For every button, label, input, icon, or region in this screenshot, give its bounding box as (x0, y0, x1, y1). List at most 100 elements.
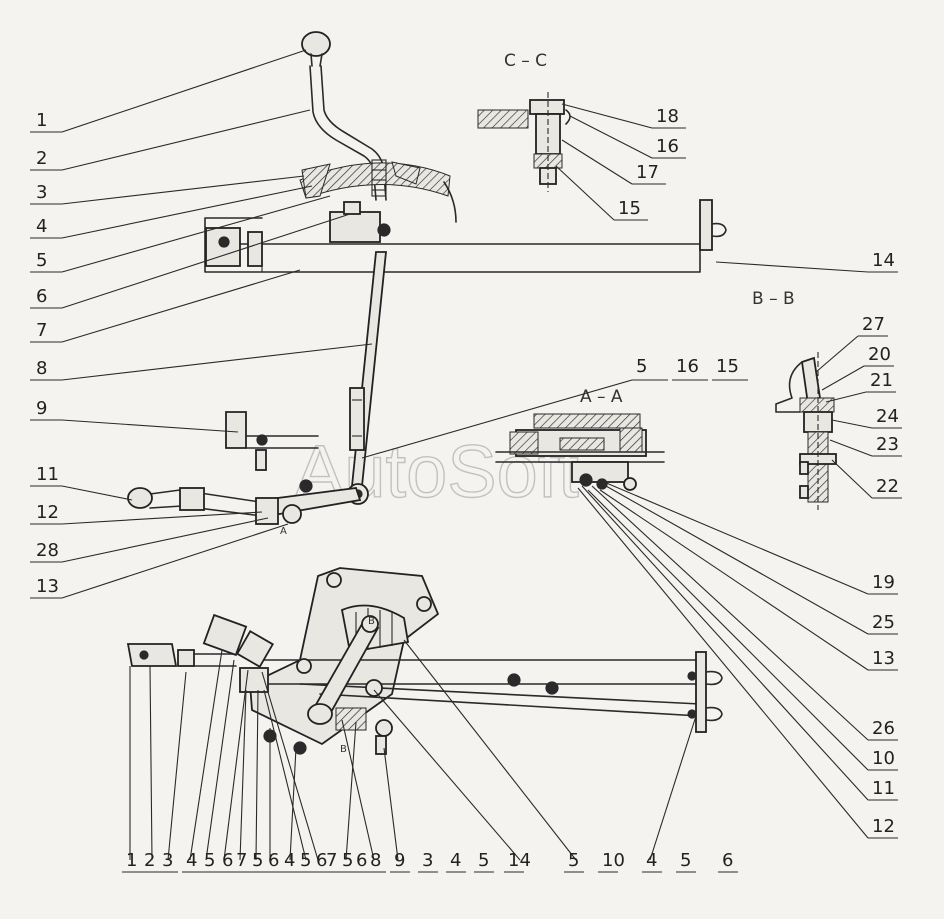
callout-top_group-0: 5 (636, 356, 647, 377)
callout-bottom_callouts-16: 9 (394, 850, 405, 871)
section-aa: A – A (495, 387, 665, 491)
leader-line (829, 439, 873, 457)
leader-line (831, 459, 873, 499)
leader-line (555, 165, 615, 221)
bb-pin-a (799, 461, 809, 475)
callout-right_callouts-6: 22 (876, 476, 899, 497)
callout-bottom_callouts-14: 6 (356, 850, 367, 871)
plate-bolt-4 (293, 741, 307, 755)
callout-bottom_callouts-25: 6 (722, 850, 733, 871)
leader-line (239, 689, 247, 861)
callout-bottom_callouts-3: 4 (186, 850, 197, 871)
callout-right_callouts-8: 25 (872, 612, 895, 633)
plan-left-joint (202, 613, 248, 657)
callout-bottom_callouts-24: 5 (680, 850, 691, 871)
callout-bottom_callouts-15: 8 (370, 850, 381, 871)
right-mount-pin (711, 222, 727, 238)
leader-line (61, 49, 307, 133)
section-cc-title: C – C (504, 51, 547, 71)
aa-inner (559, 437, 605, 451)
leader-line (599, 489, 869, 671)
plan-lower-block (335, 707, 367, 731)
leader-line (61, 517, 269, 563)
right-mount-bracket (699, 199, 713, 251)
callout-bottom_callouts-13: 5 (342, 850, 353, 871)
leader-line (831, 419, 873, 429)
boot-left (301, 163, 331, 199)
bb-lever-top (801, 356, 821, 406)
callout-left_callouts-2: 3 (36, 182, 47, 203)
plan-lever-top (361, 615, 379, 633)
plan-left-clevis (126, 643, 178, 667)
left-bracket-bolt (218, 236, 230, 248)
leader-line (263, 689, 307, 861)
callout-bottom_callouts-2: 3 (162, 850, 173, 871)
callout-left_callouts-10: 12 (36, 502, 59, 523)
clamp-bolt (343, 201, 361, 215)
rail-bolt-1 (507, 673, 521, 687)
plan-right-nut-2 (687, 709, 697, 719)
callout-right_callouts-7: 19 (872, 572, 895, 593)
bb-pin-b (799, 485, 809, 499)
aa-upper-bar (533, 413, 641, 429)
section-aa-title: A – A (580, 387, 623, 407)
callout-cc_callouts-2: 17 (636, 162, 659, 183)
leader-line (61, 343, 373, 381)
bracket-9-bolt (256, 434, 268, 446)
callout-bottom_callouts-10: 5 (300, 850, 311, 871)
leader-line (61, 485, 133, 501)
leader-line (61, 175, 305, 205)
plan-right-pin-1 (705, 670, 723, 686)
leader-line (715, 261, 869, 273)
callout-bottom_callouts-18: 4 (450, 850, 461, 871)
callout-top_group-2: 15 (716, 356, 739, 377)
leader-line (561, 103, 653, 129)
callout-cc_callouts-3: 15 (618, 198, 641, 219)
leader-line (825, 391, 867, 403)
callout-right_callouts-1: 27 (862, 314, 885, 335)
leader-line (587, 489, 869, 771)
callout-left_callouts-4: 5 (36, 250, 47, 271)
leader-line (261, 671, 319, 861)
callout-bottom_callouts-17: 3 (422, 850, 433, 871)
callout-left_callouts-9: 11 (36, 464, 59, 485)
callout-right_callouts-12: 11 (872, 778, 895, 799)
callout-bottom_callouts-1: 2 (144, 850, 155, 871)
frame-rail (204, 217, 701, 273)
plan-joint-bolt (296, 658, 312, 674)
leader-line (649, 715, 697, 861)
leader-line (61, 419, 239, 433)
callout-bottom_callouts-20: 14 (508, 850, 531, 871)
view-mark-b2: B (340, 744, 347, 755)
section-bb: B – B (752, 289, 837, 510)
upper-shift-assembly (127, 31, 727, 525)
leader-line (289, 747, 297, 861)
callout-right_callouts-4: 24 (876, 406, 899, 427)
view-mark-a1: A (280, 526, 287, 537)
view-mark-b1: B (368, 616, 375, 627)
bb-collar (799, 397, 835, 413)
leader-line (591, 485, 869, 741)
plan-lever-knob (307, 703, 333, 725)
plan-lower-stud (375, 735, 387, 755)
plan-joint-3 (239, 667, 269, 693)
callout-bottom_callouts-6: 7 (236, 850, 247, 871)
callout-bottom_callouts-23: 4 (646, 850, 657, 871)
callout-cc_callouts-0: 18 (656, 106, 679, 127)
callout-right_callouts-13: 12 (872, 816, 895, 837)
callout-labels: 1234567891112281318161715142720212423221… (36, 106, 899, 871)
bellcrank-bolt (299, 479, 313, 493)
leader-line (373, 689, 521, 861)
plan-joint-2 (236, 630, 274, 668)
aa-ball-2 (596, 478, 608, 490)
callout-left_callouts-7: 8 (36, 358, 47, 379)
leader-line (205, 659, 235, 861)
callout-left_callouts-6: 7 (36, 320, 47, 341)
callout-right_callouts-9: 13 (872, 648, 895, 669)
leader-line (255, 689, 259, 861)
bracket-9-arm (245, 435, 319, 449)
plan-lower-bolt (375, 719, 393, 737)
callout-right_callouts-11: 10 (872, 748, 895, 769)
plan-left-rod (193, 653, 237, 667)
plan-right-bracket (695, 651, 707, 733)
